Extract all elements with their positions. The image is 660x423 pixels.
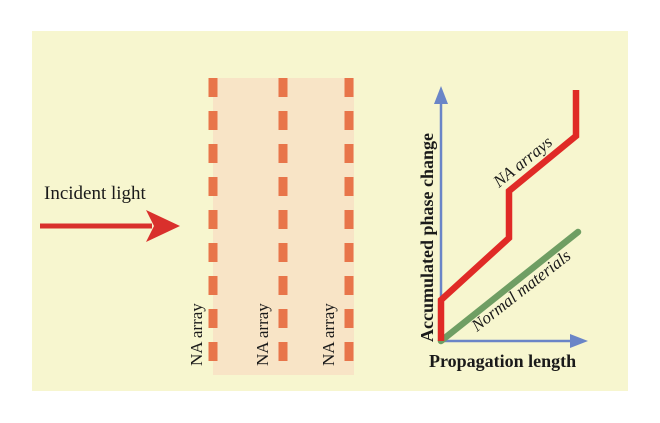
y-axis-label: Accumulated phase change: [417, 133, 437, 342]
na-arrays-line: [437, 90, 580, 341]
na-array-label-1: NA array: [187, 303, 206, 366]
na-array-label-2: NA array: [253, 303, 272, 366]
incident-light-arrow: [40, 210, 180, 242]
normal-materials-line: [437, 228, 582, 345]
x-axis-label: Propagation length: [429, 351, 576, 371]
na-array-label-3: NA array: [319, 303, 338, 366]
incident-light-label: Incident light: [44, 183, 147, 204]
x-axis: [441, 334, 588, 348]
